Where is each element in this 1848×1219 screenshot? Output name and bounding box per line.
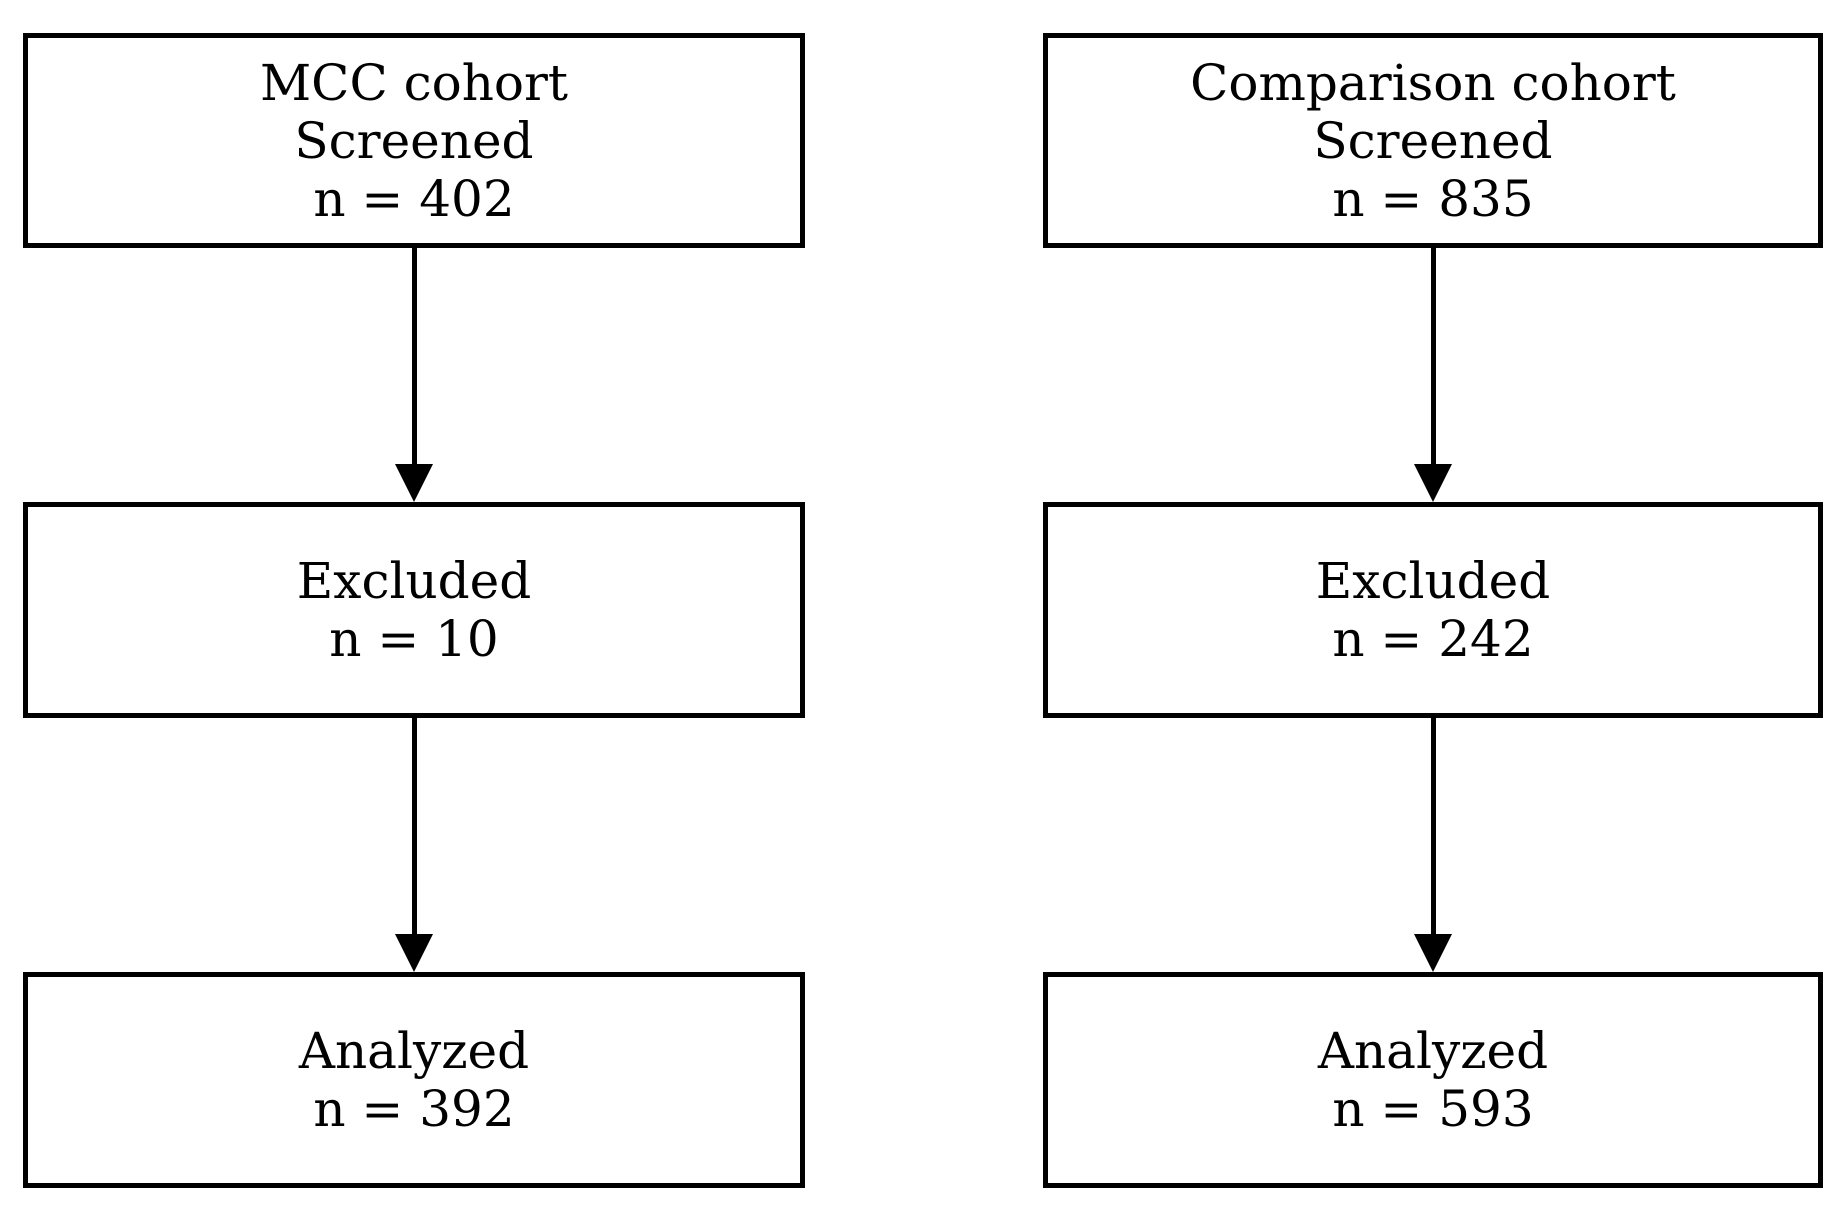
arrowhead-down-icon [1414, 464, 1452, 502]
box-line-count: n = 392 [313, 1080, 515, 1138]
arrow-line [1430, 248, 1436, 464]
arrow-line [411, 248, 417, 464]
box-line-cohort: MCC cohort [259, 53, 568, 112]
box-mcc-screened: MCC cohort Screened n = 402 [23, 33, 805, 248]
box-line-stage: Analyzed [298, 1022, 530, 1080]
box-line-stage: Excluded [1315, 552, 1551, 610]
down-arrow-comparison-excluded-to-analyzed [1413, 718, 1453, 972]
box-comparison-screened: Comparison cohort Screened n = 835 [1043, 33, 1823, 248]
arrowhead-down-icon [1414, 934, 1452, 972]
arrowhead-down-icon [395, 464, 433, 502]
box-mcc-excluded: Excluded n = 10 [23, 502, 805, 718]
box-line-stage: Screened [294, 111, 534, 170]
arrow-line [1430, 718, 1436, 934]
box-line-stage: Screened [1313, 111, 1553, 170]
arrowhead-down-icon [395, 934, 433, 972]
down-arrow-mcc-excluded-to-analyzed [394, 718, 434, 972]
box-line-cohort: Comparison cohort [1190, 53, 1676, 112]
box-line-stage: Analyzed [1317, 1022, 1549, 1080]
box-line-count: n = 402 [313, 169, 515, 228]
box-line-count: n = 10 [329, 610, 499, 668]
down-arrow-comparison-screened-to-excluded [1413, 248, 1453, 502]
box-line-stage: Excluded [296, 552, 532, 610]
down-arrow-mcc-screened-to-excluded [394, 248, 434, 502]
box-mcc-analyzed: Analyzed n = 392 [23, 972, 805, 1188]
box-line-count: n = 835 [1332, 169, 1534, 228]
box-comparison-excluded: Excluded n = 242 [1043, 502, 1823, 718]
box-line-count: n = 593 [1332, 1080, 1534, 1138]
arrow-line [411, 718, 417, 934]
box-line-count: n = 242 [1332, 610, 1534, 668]
box-comparison-analyzed: Analyzed n = 593 [1043, 972, 1823, 1188]
